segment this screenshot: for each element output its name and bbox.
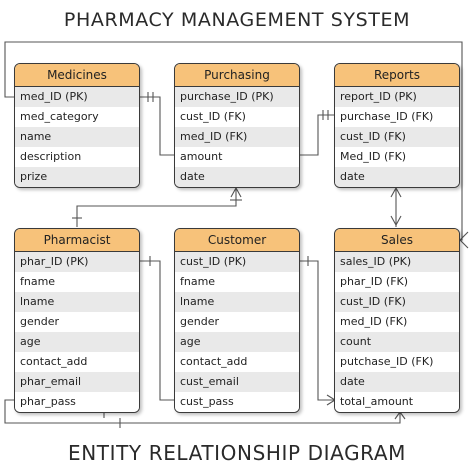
field-row: lname <box>15 292 139 312</box>
field-row: purchase_ID (PK) <box>175 87 299 107</box>
entity-customer: Customer cust_ID (PK) fname lname gender… <box>174 228 300 413</box>
field-row: phar_email <box>15 372 139 392</box>
entity-header: Sales <box>335 229 459 252</box>
field-row: gender <box>15 312 139 332</box>
diagram-title: PHARMACY MANAGEMENT SYSTEM <box>63 9 411 31</box>
rel-outer-loop <box>4 41 463 241</box>
field-row: prize <box>15 167 139 187</box>
field-row: lname <box>175 292 299 312</box>
entity-reports: Reports report_ID (PK) purchase_ID (FK) … <box>334 63 460 188</box>
field-row: cust_email <box>175 372 299 392</box>
field-row: name <box>15 127 139 147</box>
field-row: sales_ID (PK) <box>335 252 459 272</box>
field-row: date <box>335 372 459 392</box>
entity-pharmacist: Pharmacist phar_ID (PK) fname lname gend… <box>14 228 140 413</box>
field-row: phar_ID (FK) <box>335 272 459 292</box>
field-row: cust_ID (PK) <box>175 252 299 272</box>
field-row: gender <box>175 312 299 332</box>
field-row: total_amount <box>335 392 459 412</box>
entity-header: Reports <box>335 64 459 87</box>
field-row: fname <box>15 272 139 292</box>
rel-pharmacist-purchasing <box>76 186 237 227</box>
field-row: description <box>15 147 139 167</box>
field-row: Med_ID (FK) <box>335 147 459 167</box>
rel-purchasing-reports <box>298 114 335 156</box>
rel-pharmacist-customer <box>138 260 175 401</box>
diagram-subtitle: ENTITY RELATIONSHIP DIAGRAM <box>68 441 406 465</box>
field-row: purchase_ID (FK) <box>335 107 459 127</box>
field-row: contact_add <box>175 352 299 372</box>
field-row: report_ID (PK) <box>335 87 459 107</box>
field-row: putchase_ID (FK) <box>335 352 459 372</box>
field-row: med_ID (PK) <box>15 87 139 107</box>
field-row: phar_ID (PK) <box>15 252 139 272</box>
rel-crowfoot <box>390 186 402 198</box>
field-row: cust_pass <box>175 392 299 412</box>
field-row: fname <box>175 272 299 292</box>
field-row: cust_ID (FK) <box>175 107 299 127</box>
entity-header: Purchasing <box>175 64 299 87</box>
entity-header: Pharmacist <box>15 229 139 252</box>
entity-medicines: Medicines med_ID (PK) med_category name … <box>14 63 140 188</box>
field-row: med_category <box>15 107 139 127</box>
field-row: phar_pass <box>15 392 139 412</box>
field-row: date <box>335 167 459 187</box>
rel-crowfoot <box>459 231 469 249</box>
field-row: age <box>15 332 139 352</box>
rel-crowfoot <box>230 186 242 198</box>
field-row: amount <box>175 147 299 167</box>
entity-header: Medicines <box>15 64 139 87</box>
field-row: cust_ID (FK) <box>335 292 459 312</box>
rel-crowfoot <box>390 215 402 227</box>
entity-header: Customer <box>175 229 299 252</box>
rel-bottom-loop <box>4 399 401 424</box>
field-row: contact_add <box>15 352 139 372</box>
field-row: med_ID (FK) <box>335 312 459 332</box>
field-row: cust_ID (FK) <box>335 127 459 147</box>
rel-customer-sales <box>298 260 335 401</box>
entity-sales: Sales sales_ID (PK) phar_ID (FK) cust_ID… <box>334 228 460 413</box>
entity-purchasing: Purchasing purchase_ID (PK) cust_ID (FK)… <box>174 63 300 188</box>
field-row: count <box>335 332 459 352</box>
field-row: date <box>175 167 299 187</box>
field-row: age <box>175 332 299 352</box>
rel-medicines-purchasing <box>138 96 175 156</box>
field-row: med_ID (FK) <box>175 127 299 147</box>
